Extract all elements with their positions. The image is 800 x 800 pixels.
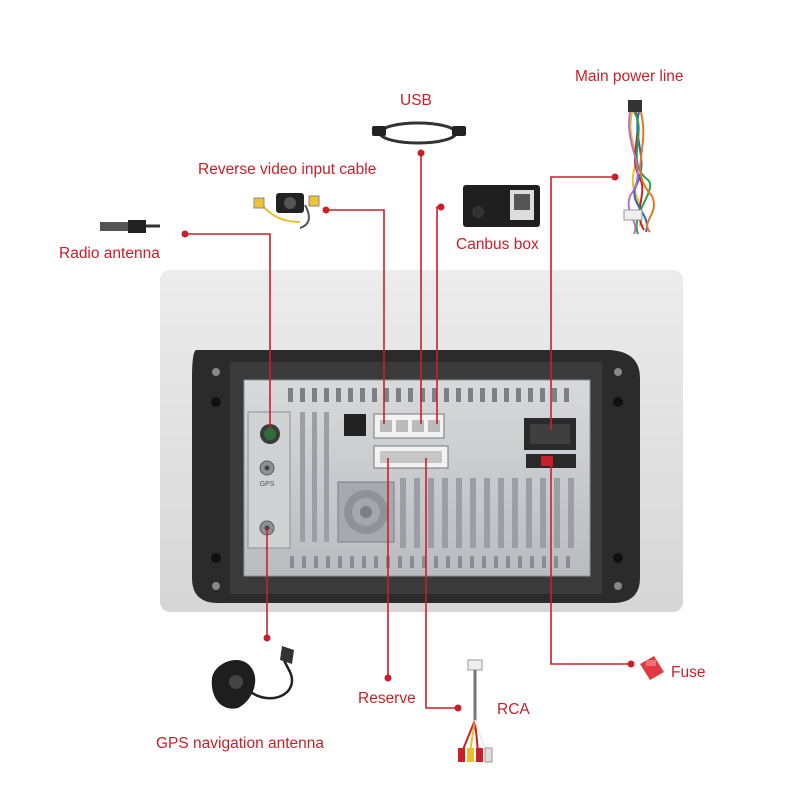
fan-grille [337,481,395,543]
main-power-harness-icon [623,100,655,235]
usb-cable-icon [372,121,466,145]
canbus-box-icon [463,185,540,227]
label-usb: USB [400,92,432,109]
power-harness-connector [524,418,576,450]
label-rca: RCA [497,701,530,718]
lower-connector-block [373,445,449,469]
label-radio-antenna: Radio antenna [59,245,160,262]
leader-rca [425,458,458,709]
label-gps-navigation-antenna: GPS navigation antenna [156,735,325,752]
small-black-connector [344,414,366,436]
label-fuse: Fuse [671,664,706,681]
gps-port: GPS [259,460,275,488]
label-reverse-video-input-cable: Reverse video input cable [198,161,377,178]
fuse-connector [526,454,576,468]
fuse-icon [640,656,664,680]
leader-dots [181,149,635,712]
label-reserve: Reserve [358,690,416,707]
gps-port-label: GPS [260,481,275,488]
head-unit-chassis [243,379,591,577]
rca-cable-icon [458,659,493,763]
gps-antenna-icon [211,646,294,709]
reverse-camera-icon [253,193,320,229]
leader-reverse-video [326,209,385,424]
upper-connector-block [373,413,445,439]
label-canbus-box: Canbus box [456,236,539,253]
leader-radio-antenna [185,233,271,428]
leader-fuse [550,462,631,665]
leader-main-power [550,176,615,430]
label-main-power-line: Main power line [575,68,684,85]
radio-antenna-port [260,424,280,444]
radio-antenna-plug-icon [100,220,160,233]
